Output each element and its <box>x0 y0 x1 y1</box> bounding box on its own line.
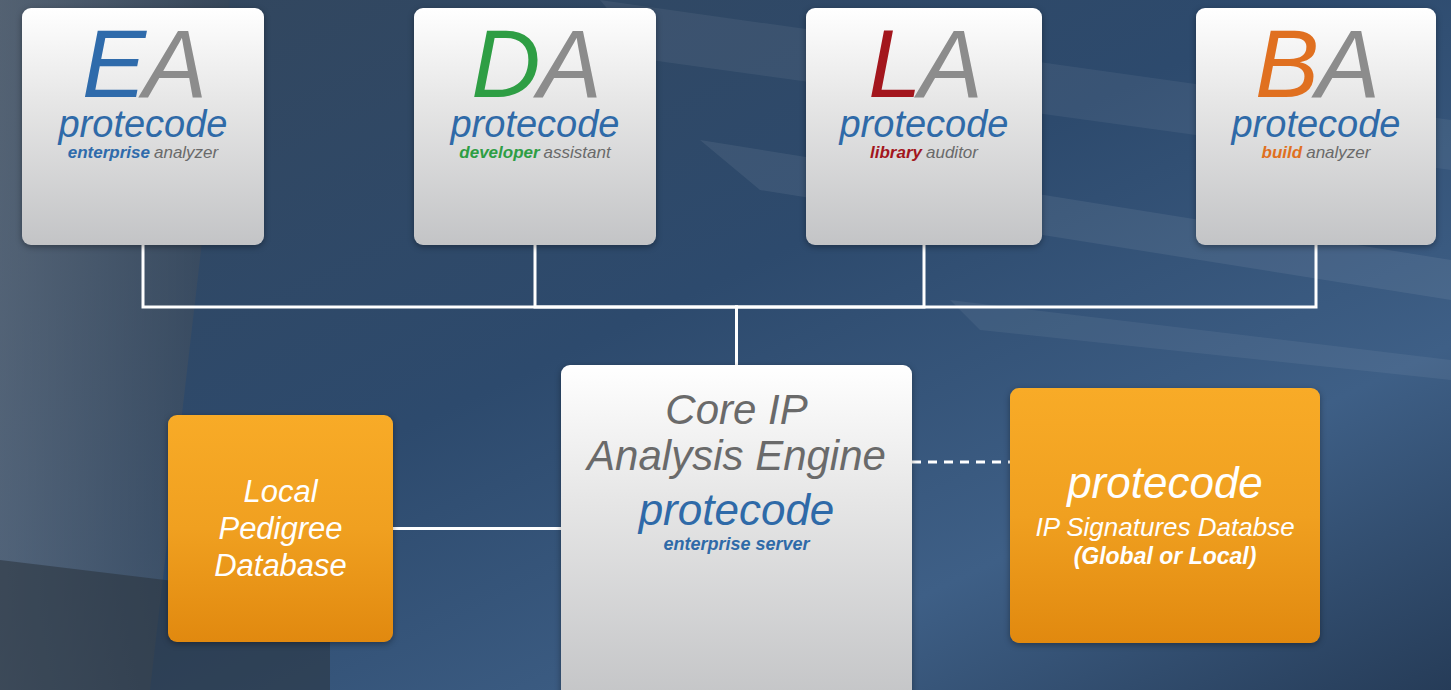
product-box: DAprotecodedeveloper assistant <box>414 8 656 245</box>
brand-name: protecode <box>58 105 227 143</box>
product-word: developer <box>459 143 539 162</box>
database-note: (Global or Local) <box>1074 543 1257 571</box>
brand-name: protecode <box>639 487 835 533</box>
engine-box: Core IP Analysis Engine protecodeenterpri… <box>561 365 912 690</box>
product-word: enterprise <box>68 143 150 162</box>
product-word: build <box>1262 143 1303 162</box>
product-initials: BA <box>1255 18 1377 109</box>
engine-title: Core IP Analysis Engine <box>587 387 887 479</box>
engine-subtitle: enterprise server <box>663 534 809 555</box>
brand-name: protecode <box>1067 460 1263 506</box>
connector-line <box>535 245 737 365</box>
connector-line <box>393 527 561 530</box>
product-word: assistant <box>544 143 611 162</box>
product-subtitle: enterpriseanalyzer <box>68 143 218 163</box>
database-label: IP Signatures Databse <box>1035 512 1295 543</box>
product-word: analyzer <box>1306 143 1370 162</box>
product-subtitle: libraryauditor <box>870 143 978 163</box>
product-word: auditor <box>926 143 978 162</box>
product-subtitle: developer assistant <box>459 143 610 163</box>
database-box: Local Pedigree Database <box>168 415 393 642</box>
database-box: protecode IP Signatures Databse(Global or… <box>1010 388 1320 643</box>
connector-line <box>143 245 737 365</box>
product-subtitle: buildanalyzer <box>1262 143 1371 163</box>
product-initials: LA <box>868 18 979 109</box>
product-word: analyzer <box>154 143 218 162</box>
product-initials: DA <box>471 18 598 109</box>
connector-line <box>737 245 1317 365</box>
brand-name: protecode <box>450 105 619 143</box>
light-streak <box>950 300 1451 380</box>
brand-name: protecode <box>839 105 1008 143</box>
product-word: library <box>870 143 922 162</box>
connector-line <box>737 245 925 365</box>
dashed-connector <box>912 461 1010 464</box>
product-box: LAprotecodelibraryauditor <box>806 8 1042 245</box>
database-label: Local Pedigree Database <box>186 473 376 585</box>
product-box: BAprotecodebuildanalyzer <box>1196 8 1436 245</box>
product-box: EAprotecodeenterpriseanalyzer <box>22 8 264 245</box>
product-initials: EA <box>82 18 204 109</box>
brand-name: protecode <box>1231 105 1400 143</box>
